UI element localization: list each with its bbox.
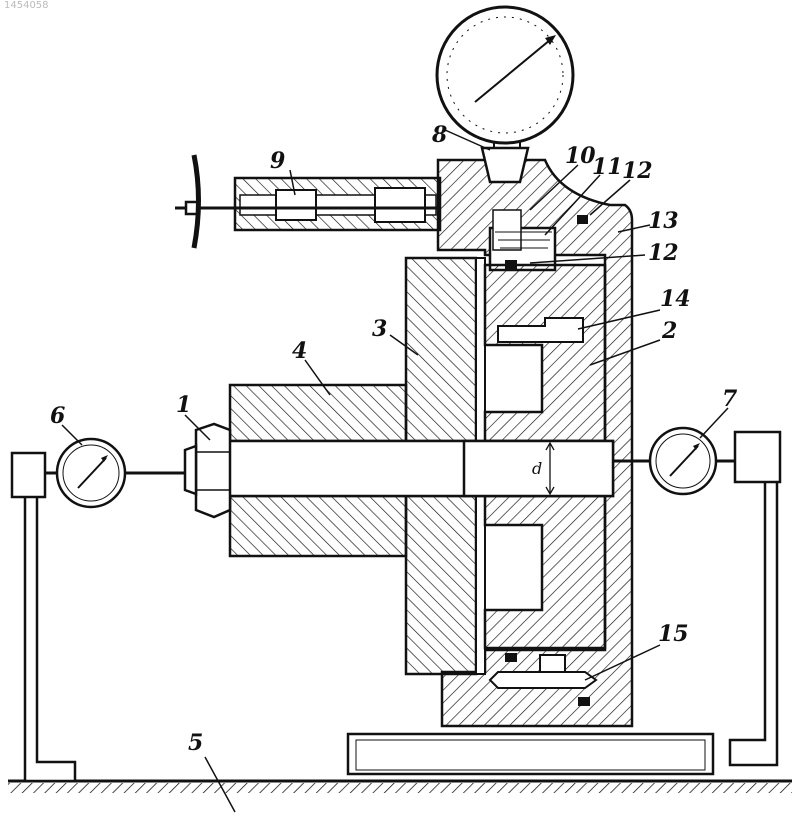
label-part-9: 9 <box>270 148 285 174</box>
label-part-12-top: 12 <box>622 158 653 184</box>
label-part-12-lower: 12 <box>648 240 679 266</box>
label-part-5: 5 <box>188 730 203 756</box>
label-part-4: 4 <box>292 338 307 364</box>
base-plate <box>348 734 713 774</box>
pressure-gauge-8 <box>437 7 573 182</box>
label-part-7: 7 <box>722 386 738 412</box>
right-stand <box>730 432 780 765</box>
label-part-3: 3 <box>372 316 387 342</box>
central-shaft <box>228 441 613 496</box>
dial-indicator-6 <box>44 439 185 507</box>
label-part-2: 2 <box>661 318 677 344</box>
label-part-11: 11 <box>592 154 623 180</box>
label-part-1: 1 <box>176 392 191 418</box>
label-part-15: 15 <box>658 621 689 647</box>
corner-code: 1454058 <box>4 0 49 11</box>
label-part-6: 6 <box>50 403 65 429</box>
screw-pump-9 <box>175 155 440 248</box>
label-part-8: 8 <box>431 122 447 148</box>
dimension-label-d: d <box>532 459 542 478</box>
label-part-14: 14 <box>660 286 691 312</box>
label-part-13: 13 <box>648 208 679 234</box>
left-stand <box>12 453 75 781</box>
ground-floor <box>8 781 792 793</box>
